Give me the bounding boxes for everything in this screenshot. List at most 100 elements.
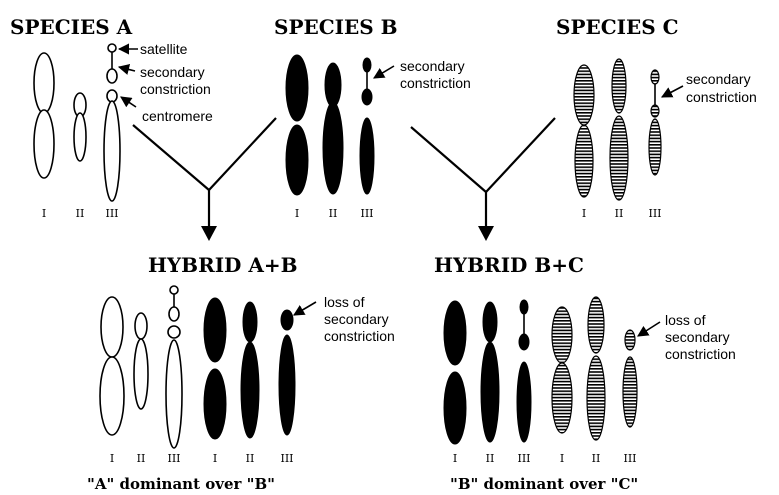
species-a-chromosomes: [34, 44, 120, 201]
secondary-a-label-line-1: secondary: [140, 64, 205, 80]
loss-bc-label-line-1: loss of: [665, 312, 706, 328]
hybrid-bc-b-chromosome-2-lower-arm: [481, 342, 499, 442]
hybrid-ab-a-label-i: I: [110, 452, 114, 465]
species-b-chromosomes: [286, 55, 374, 195]
loss-bc-label-line-3: constriction: [665, 346, 736, 362]
secondary-a-label-line-2: constriction: [140, 81, 211, 97]
loss-constriction-arrow-ab: [294, 302, 316, 315]
hybrid-bc-b-label-i: I: [453, 452, 457, 465]
species-b-chromosome-2-lower-arm: [323, 102, 343, 194]
species-c-chromosome-3-lower-arm: [649, 119, 661, 175]
hybrid-bc-c-chromosomes: [552, 297, 637, 440]
loss-ab-label-line-1: loss of: [324, 294, 365, 310]
hybrid-ab-a-chromosome-1-lower-arm: [100, 357, 124, 435]
hybrid-ab-b-chromosome-3-upper-arm: [281, 310, 293, 330]
species-c-chromosome-1-lower-arm: [575, 125, 593, 197]
species-b-title: SPECIES B: [274, 15, 398, 39]
hybrid-bc-title: HYBRID B+C: [434, 253, 584, 277]
species-a-chromosome-3-lower-arm: [104, 101, 120, 201]
species-b-chromosome-3-upper-arm: [362, 89, 372, 105]
loss-constriction-arrow-bc: [638, 322, 660, 336]
species-c-chromosome-2-upper-arm: [612, 59, 626, 113]
species-b-chromosome-1-upper-arm: [286, 55, 308, 121]
secondary-c-label-line-1: secondary: [686, 71, 751, 87]
hybrid-bc-c-chromosome-1-lower-arm: [552, 363, 572, 433]
hybrid-bc-c-chromosome-3-lower-arm: [623, 357, 637, 427]
caption-ab: "A" dominant over "B": [87, 475, 275, 493]
hybrid-bc-b-chromosomes: [444, 300, 531, 444]
hybrid-ab-a-chromosome-3-lower-arm: [166, 340, 182, 448]
cross-bc-arrowhead: [478, 226, 494, 241]
hybrid-ab-a-chromosome-3-segment: [169, 307, 179, 321]
hybrid-bc-c-label-iii: III: [623, 452, 636, 465]
hybrid-ab-a-chromosome-3-upper-arm: [168, 326, 180, 338]
species-a-chromosome-1-upper-arm: [34, 53, 54, 113]
species-a-chromosome-1-lower-arm: [34, 110, 54, 178]
species-a-title: SPECIES A: [10, 15, 133, 39]
species-b-label-iii: III: [360, 207, 373, 220]
loss-ab-label-line-2: secondary: [324, 311, 389, 327]
species-a-chromosome-3-satellite: [108, 44, 116, 52]
hybrid-bc-b-chromosome-3-lower-arm: [517, 362, 531, 442]
hybrid-ab-a-label-ii: II: [137, 452, 146, 465]
satellite-label: satellite: [140, 41, 188, 57]
hybrid-ab-b-label-iii: III: [280, 452, 293, 465]
hybrid-ab-a-chromosome-1-upper-arm: [101, 297, 123, 357]
species-b-chromosome-1-lower-arm: [286, 125, 308, 195]
centromere-arrow: [121, 97, 136, 107]
species-c-label-ii: II: [615, 207, 624, 220]
hybrid-ab-b-chromosome-3-lower-arm: [279, 335, 295, 435]
secondary-constriction-arrow-a: [119, 67, 135, 71]
species-a-label-i: I: [42, 207, 46, 220]
species-c-chromosomes: [574, 59, 661, 200]
hybrid-bc-b-chromosome-3-satellite: [520, 300, 528, 314]
hybrid-bc-c-label-i: I: [560, 452, 564, 465]
hybrid-ab-a-label-iii: III: [167, 452, 180, 465]
species-b-label-ii: II: [329, 207, 338, 220]
hybrid-bc-c-chromosome-2-lower-arm: [587, 356, 605, 440]
secondary-b-label-line-1: secondary: [400, 58, 465, 74]
secondary-constriction-arrow-c: [662, 86, 683, 97]
hybrid-ab-a-chromosome-2-lower-arm: [134, 339, 148, 409]
secondary-constriction-arrow-b: [374, 66, 394, 78]
secondary-c-label-line-2: constriction: [686, 89, 757, 105]
species-c-label-i: I: [582, 207, 586, 220]
species-c-chromosome-1-upper-arm: [574, 65, 594, 125]
species-c-label-iii: III: [648, 207, 661, 220]
hybrid-bc-b-label-ii: II: [486, 452, 495, 465]
species-b-chromosome-3-lower-arm: [360, 118, 374, 194]
species-c-chromosome-2-lower-arm: [610, 116, 628, 200]
hybrid-ab-title: HYBRID A+B: [148, 253, 298, 277]
species-a-chromosome-3-segment: [107, 69, 117, 83]
species-b-label-i: I: [295, 207, 299, 220]
hybrid-ab-b-chromosome-2-upper-arm: [243, 302, 257, 342]
loss-bc-label-line-2: secondary: [665, 329, 730, 345]
hybrid-bc-b-chromosome-2-upper-arm: [483, 302, 497, 342]
hybrid-bc-c-chromosome-3-upper-arm: [625, 330, 635, 350]
hybrid-bc-c-chromosome-2-upper-arm: [588, 297, 604, 353]
species-a-label-iii: III: [105, 207, 118, 220]
hybrid-bc-b-label-iii: III: [517, 452, 530, 465]
hybrid-bc-b-chromosome-3-upper-arm: [519, 334, 529, 350]
caption-bc: "B" dominant over "C": [450, 475, 638, 493]
hybrid-bc-c-label-ii: II: [592, 452, 601, 465]
hybrid-ab-b-label-ii: II: [246, 452, 255, 465]
species-a-chromosome-2-lower-arm: [74, 113, 86, 161]
species-c-chromosome-3-upper-arm: [651, 105, 659, 117]
species-c-title: SPECIES C: [556, 15, 679, 39]
hybrid-ab-b-chromosomes: [204, 298, 295, 439]
hybrid-ab-b-label-i: I: [213, 452, 217, 465]
hybrid-bc-c-chromosome-1-upper-arm: [552, 307, 572, 363]
hybrid-ab-b-chromosome-2-lower-arm: [241, 342, 259, 438]
loss-ab-label-line-3: constriction: [324, 328, 395, 344]
hybrid-ab-b-chromosome-1-upper-arm: [204, 298, 226, 362]
hybrid-bc-b-chromosome-1-upper-arm: [444, 301, 466, 365]
species-b-chromosome-3-satellite: [363, 58, 371, 72]
cross-ab-arrow: [133, 118, 276, 228]
species-b-chromosome-2-upper-arm: [325, 63, 341, 107]
secondary-b-label-line-2: constriction: [400, 75, 471, 91]
species-a-label-ii: II: [76, 207, 85, 220]
hybrid-ab-a-chromosome-2-upper-arm: [135, 313, 147, 339]
cross-bc-arrow: [411, 118, 555, 228]
